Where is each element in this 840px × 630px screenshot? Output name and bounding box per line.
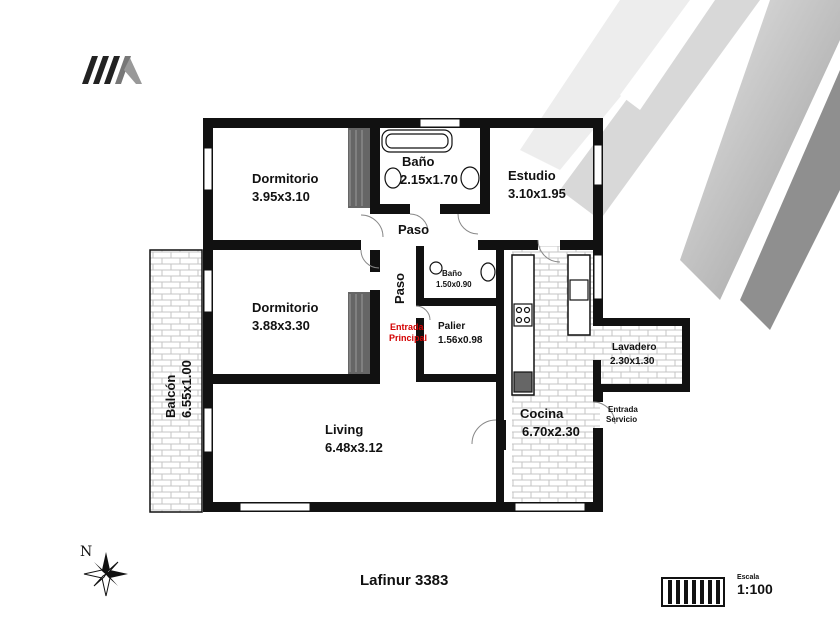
room-cocina: Cocina 6.70x2.30 — [520, 406, 580, 439]
brand-logo — [82, 56, 142, 84]
room-paso-vertical: Paso — [392, 273, 407, 304]
room-name: Dormitorio — [252, 171, 319, 186]
lavadero-floor — [592, 322, 688, 390]
room-name: Baño — [442, 269, 462, 278]
entrance-principal: Entrada Principal — [389, 322, 427, 343]
room-dims: 2.15x1.70 — [400, 172, 458, 187]
room-dims: 6.55x1.00 — [179, 360, 194, 418]
room-balcon: Balcón 6.55x1.00 — [163, 360, 194, 418]
windows — [203, 118, 603, 512]
scale-bar — [661, 577, 725, 607]
room-dims: 6.48x3.12 — [325, 440, 383, 455]
room-living: Living 6.48x3.12 — [325, 422, 383, 455]
closet-hatching — [349, 130, 363, 372]
room-dormitorio-1: Dormitorio 3.95x3.10 — [252, 171, 319, 204]
room-bano-1: Baño 2.15x1.70 — [400, 154, 458, 187]
room-name: Estudio — [508, 168, 556, 183]
bathroom-2-fixtures — [429, 261, 496, 282]
north-label: N — [80, 544, 92, 560]
room-dims: 6.70x2.30 — [522, 424, 580, 439]
kitchen-appliances — [513, 279, 589, 393]
room-name: Cocina — [520, 406, 564, 421]
scale-label: Escala — [737, 574, 759, 581]
address-title: Lafinur 3383 — [360, 572, 448, 589]
room-dims: 2.30x1.30 — [610, 356, 655, 367]
room-dims: 1.56x0.98 — [438, 335, 483, 346]
room-name: Palier — [438, 321, 465, 332]
room-name: Baño — [402, 154, 435, 169]
room-dims: 3.10x1.95 — [508, 186, 566, 201]
balcony-floor — [149, 249, 203, 513]
room-paso-horizontal: Paso — [398, 222, 429, 237]
room-lavadero: Lavadero 2.30x1.30 — [610, 342, 656, 367]
compass-rose-icon — [83, 552, 128, 597]
svg-text:Servicio: Servicio — [606, 415, 637, 424]
svg-text:Entrada: Entrada — [390, 322, 425, 332]
svg-text:Principal: Principal — [389, 333, 427, 343]
room-dormitorio-2: Dormitorio 3.88x3.30 — [252, 300, 319, 333]
room-dims: 1.50x0.90 — [436, 280, 472, 289]
room-estudio: Estudio 3.10x1.95 — [508, 168, 566, 201]
doors — [360, 213, 616, 445]
svg-text:Entrada: Entrada — [608, 405, 638, 414]
room-dims: 3.95x3.10 — [252, 189, 310, 204]
entrance-servicio: Entrada Servicio — [606, 405, 638, 424]
room-dims: 3.88x3.30 — [252, 318, 310, 333]
bathroom-1-fixtures — [381, 129, 480, 190]
room-name: Living — [325, 422, 363, 437]
room-name: Dormitorio — [252, 300, 319, 315]
scale-value: 1:100 — [737, 581, 773, 597]
room-bano-2: Baño 1.50x0.90 — [436, 269, 472, 289]
room-name: Balcón — [163, 375, 178, 418]
room-palier: Palier 1.56x0.98 — [438, 321, 483, 346]
room-name: Lavadero — [612, 342, 656, 353]
